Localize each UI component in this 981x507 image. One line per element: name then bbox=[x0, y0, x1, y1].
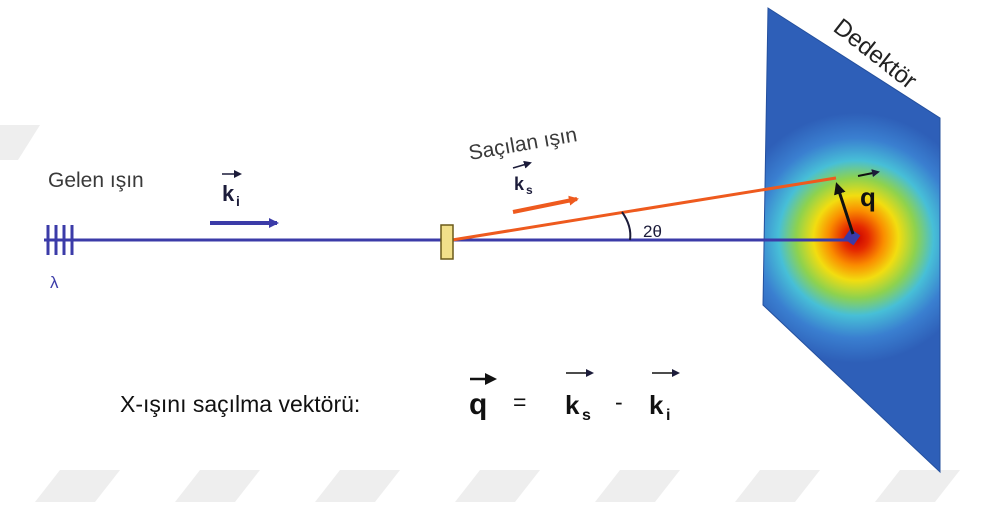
equation-text: X-ışını saçılma vektörü: bbox=[120, 391, 360, 417]
ks-direction-arrow bbox=[512, 195, 579, 214]
svg-text:k: k bbox=[222, 181, 235, 206]
q-vector-arrow bbox=[834, 182, 855, 235]
svg-text:k: k bbox=[514, 174, 525, 194]
scattering-vector-equation: X-ışını saçılma vektörü: q = k s - k i bbox=[120, 369, 680, 424]
angle-label: 2θ bbox=[643, 222, 662, 241]
watermark-pattern bbox=[0, 125, 960, 502]
svg-text:i: i bbox=[236, 193, 240, 209]
ki-vector-label: k i bbox=[222, 170, 242, 209]
svg-text:s: s bbox=[582, 407, 591, 424]
direct-beam-spot bbox=[843, 228, 861, 246]
angle-arc bbox=[621, 211, 632, 241]
svg-text:q: q bbox=[860, 182, 876, 212]
svg-text:s: s bbox=[526, 183, 533, 197]
equation-ki: k bbox=[649, 390, 664, 420]
sample-icon bbox=[440, 224, 454, 260]
equation-ks: k bbox=[565, 390, 580, 420]
q-vector-label: q bbox=[857, 169, 880, 212]
incident-beam-label: Gelen ışın bbox=[48, 169, 144, 192]
svg-text:i: i bbox=[666, 407, 670, 424]
scattered-beam-label: Saçılan ışın bbox=[467, 123, 579, 165]
equation-q: q bbox=[469, 388, 487, 421]
equation-minus: - bbox=[615, 389, 623, 415]
equation-equals: = bbox=[513, 389, 526, 415]
scattered-beam-line bbox=[451, 176, 837, 242]
wavelength-label: λ bbox=[50, 273, 59, 292]
ks-vector-label: k s bbox=[512, 160, 533, 197]
